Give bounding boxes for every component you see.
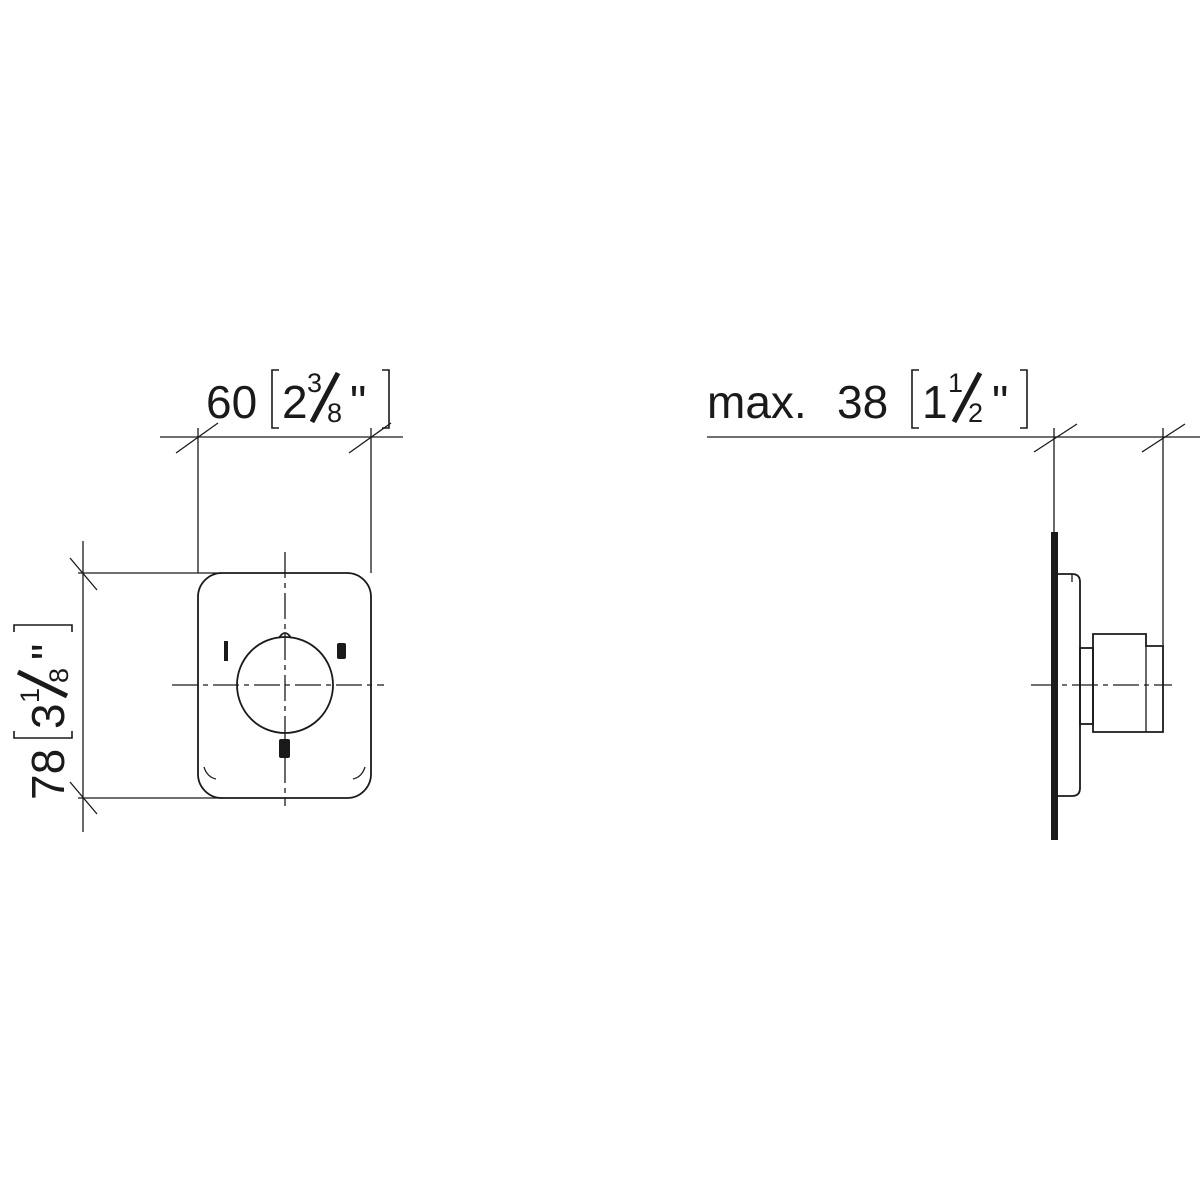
width-mm-value: 60	[206, 376, 257, 428]
depth-dimension: max. 38 1 1 2 "	[707, 368, 1200, 646]
handle-body	[1092, 633, 1164, 733]
height-inch-whole: 3	[22, 703, 74, 729]
depth-inch-mark: "	[992, 376, 1008, 428]
depth-tick-left	[1033, 423, 1078, 453]
depth-prefix: max.	[707, 376, 807, 428]
width-bracket-open	[271, 369, 279, 429]
width-inch-whole: 2	[282, 376, 308, 428]
height-inch-denominator: 8	[44, 668, 74, 683]
mark-bottom	[279, 739, 290, 758]
depth-bracket-open	[911, 369, 919, 429]
width-dimension: 60 2 3 8 "	[160, 368, 403, 573]
depth-inch-numerator: 1	[948, 368, 963, 398]
front-view: 60 2 3 8 " 78 3 1 8 "	[13, 368, 403, 832]
height-inch-mark: "	[22, 644, 74, 660]
handle-circle	[236, 636, 334, 734]
height-inch-numerator: 1	[15, 688, 45, 703]
width-inch-denominator: 8	[327, 398, 342, 428]
side-view: max. 38 1 1 2 "	[707, 368, 1200, 840]
width-bracket-close	[382, 369, 390, 429]
depth-bracket-close	[1020, 369, 1028, 429]
height-dimension-label: 78 3 1 8 "	[13, 624, 74, 800]
width-fraction-slash	[309, 371, 341, 424]
height-tick-bottom	[69, 781, 98, 815]
depth-fraction-slash	[951, 371, 983, 424]
depth-inch-denominator: 2	[968, 398, 983, 428]
wall-plate	[1051, 532, 1058, 840]
height-bracket-open	[13, 731, 73, 739]
height-bracket-close	[13, 624, 73, 632]
depth-inch-whole: 1	[922, 376, 948, 428]
cover-plate-lower-notch-left	[203, 766, 217, 780]
mark-right	[337, 643, 346, 659]
height-fraction-slash	[16, 669, 69, 699]
width-tick-left	[175, 422, 219, 454]
width-inch-numerator: 3	[307, 368, 322, 398]
height-tick-top	[69, 557, 98, 591]
cover-plate-lower-notch-right	[352, 766, 366, 780]
mark-left	[224, 641, 228, 661]
depth-mm-value: 38	[837, 376, 888, 428]
depth-tick-right	[1141, 423, 1186, 453]
height-dimension: 78 3 1 8 "	[13, 541, 222, 832]
width-inch-mark: "	[350, 376, 366, 428]
height-mm-value: 78	[22, 749, 74, 800]
handle-collar	[1079, 647, 1094, 725]
handle-indicator-nub	[278, 632, 292, 639]
